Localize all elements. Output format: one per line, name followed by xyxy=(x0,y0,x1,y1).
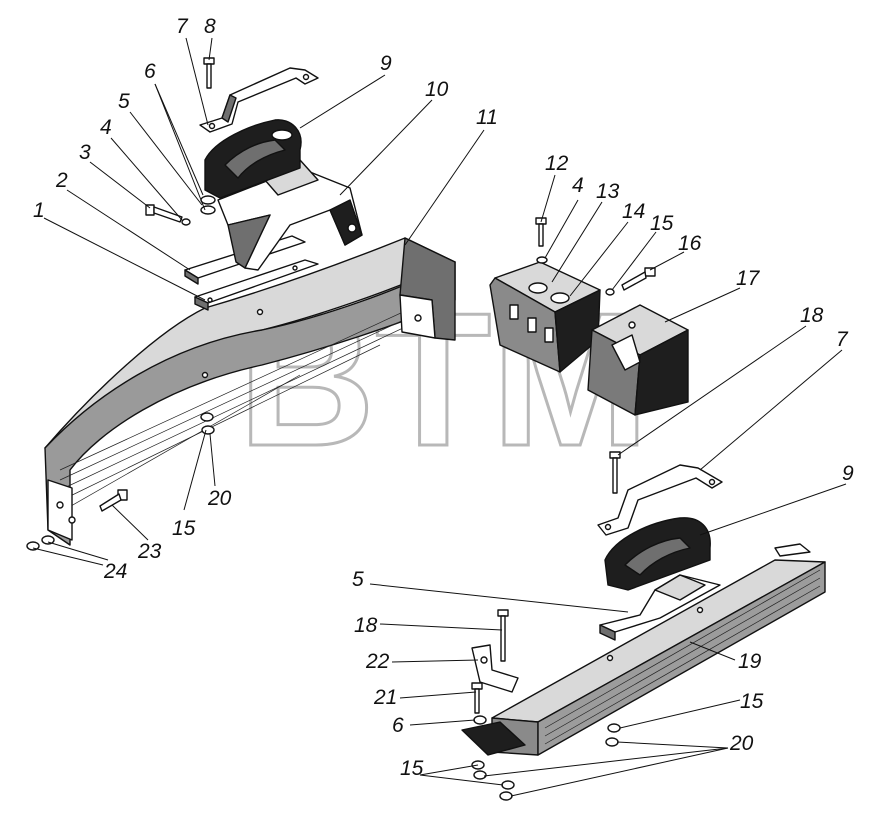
callout-8: 8 xyxy=(204,15,216,38)
callout-15-lower-right: 15 xyxy=(740,690,764,713)
callout-20-lower: 20 xyxy=(729,732,754,755)
part-cushion-9-top xyxy=(204,119,302,199)
part-strap-7-lower xyxy=(597,464,723,536)
part-cushion-block-17 xyxy=(587,304,689,416)
callout-20-center: 20 xyxy=(207,487,232,510)
callout-2: 2 xyxy=(55,169,68,192)
callout-labels: 1 2 3 4 5 6 7 8 9 10 11 12 4 13 14 15 16… xyxy=(33,15,854,780)
callout-7-lower: 7 xyxy=(836,328,849,351)
part-cushion-9-lower xyxy=(604,517,711,591)
part-cushion-block-13 xyxy=(489,261,601,373)
part-bolt-12 xyxy=(535,217,547,247)
callout-15-lower-left: 15 xyxy=(400,757,424,780)
callout-3: 3 xyxy=(79,141,91,164)
callout-12: 12 xyxy=(545,152,569,175)
part-plate-1 xyxy=(194,259,319,311)
part-washer-4-right xyxy=(536,256,548,264)
callout-18-lower: 18 xyxy=(354,614,378,637)
callout-19: 19 xyxy=(738,650,762,673)
part-end-plate xyxy=(461,721,526,756)
part-nuts-24 xyxy=(26,535,55,551)
callout-24: 24 xyxy=(103,560,127,583)
callout-9-lower: 9 xyxy=(842,462,854,485)
callout-21: 21 xyxy=(373,686,397,709)
callout-4: 4 xyxy=(100,116,112,139)
part-bolt-16 xyxy=(621,267,656,291)
callout-10: 10 xyxy=(425,78,449,101)
callout-13: 13 xyxy=(596,180,620,203)
part-spacer-5-lower xyxy=(599,574,721,641)
part-bolt-8 xyxy=(203,57,215,89)
callout-11: 11 xyxy=(476,106,498,129)
part-strap-7-top xyxy=(199,67,319,133)
callout-7: 7 xyxy=(176,15,189,38)
callout-9: 9 xyxy=(380,52,392,75)
callout-5: 5 xyxy=(118,90,130,113)
callout-6: 6 xyxy=(144,60,156,83)
callout-6-lower: 6 xyxy=(392,714,404,737)
callout-18-upper: 18 xyxy=(800,304,824,327)
callout-1: 1 xyxy=(33,199,45,222)
callout-4-right: 4 xyxy=(572,174,584,197)
part-bracket-22 xyxy=(471,644,519,693)
callout-15-center: 15 xyxy=(172,517,196,540)
part-bolt-18-upper xyxy=(609,451,621,494)
part-bolt-3 xyxy=(145,204,183,223)
callout-22: 22 xyxy=(365,650,390,673)
callout-5-lower: 5 xyxy=(352,568,364,591)
callout-23: 23 xyxy=(137,540,162,563)
leader-lines xyxy=(32,37,847,797)
callout-16: 16 xyxy=(678,232,702,255)
part-washer-15-right xyxy=(605,288,615,296)
callout-15-right: 15 xyxy=(650,212,674,235)
callout-17: 17 xyxy=(736,267,761,290)
part-washer-nut-center xyxy=(200,412,215,435)
part-bolt-23 xyxy=(99,489,128,512)
callout-14: 14 xyxy=(622,200,645,223)
part-bolt-18-lower xyxy=(497,609,509,662)
part-bolt-21 xyxy=(471,682,483,714)
part-cross-member-11 xyxy=(44,237,456,546)
part-washer-6-lower xyxy=(473,715,487,725)
